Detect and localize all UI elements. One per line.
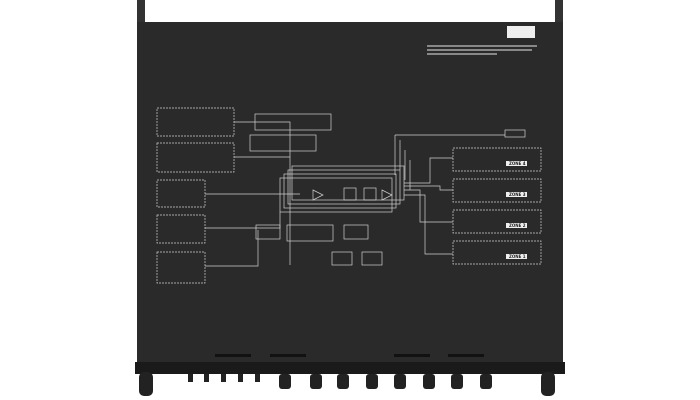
spec-text-block	[427, 45, 537, 55]
zone-block-3	[452, 178, 542, 203]
zone-block-2	[452, 209, 542, 234]
right-mounting-tab	[555, 0, 563, 24]
zone-block-4	[452, 147, 542, 172]
zone-label-1: ZONE 1	[509, 254, 526, 259]
bus-priority-switch-box	[249, 134, 317, 152]
chassis-top	[137, 22, 563, 362]
front-panel	[135, 362, 565, 374]
diagram	[156, 107, 542, 284]
zone-label-3: ZONE 3	[509, 192, 526, 197]
zone-label-4: ZONE 4	[509, 161, 526, 166]
right-foot	[541, 372, 555, 396]
left-foot	[139, 372, 153, 396]
serial-label	[507, 26, 535, 38]
input-block-3	[156, 179, 206, 208]
vents	[215, 354, 484, 357]
input-block-4	[156, 214, 206, 244]
amp-symbol	[312, 189, 324, 201]
zone-label-2: ZONE 2	[509, 223, 526, 228]
left-mounting-tab	[137, 0, 145, 24]
input-block-2	[156, 142, 235, 173]
input-block-5	[156, 251, 206, 284]
front-controls[interactable]	[188, 374, 492, 389]
zone-block-1	[452, 240, 542, 265]
